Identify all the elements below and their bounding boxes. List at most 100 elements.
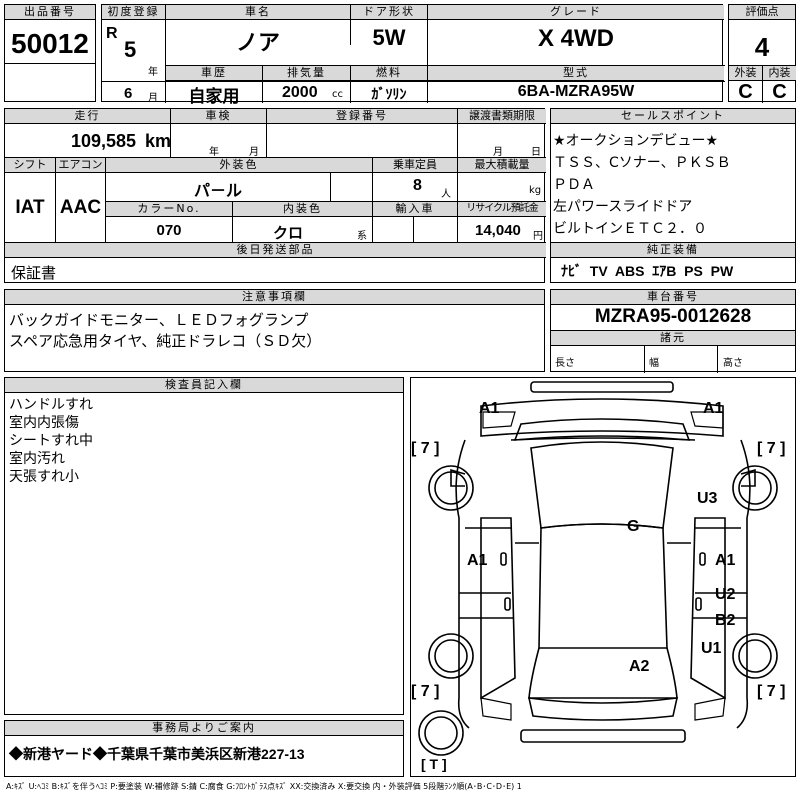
score-box: 評価点 4 外装 内装 C C [728,4,796,103]
door-type: 5W [372,25,406,50]
history-label: 車歴 [166,66,262,81]
sales-points-box: セールスポイント ★オークションデビュー★ ＴＳＳ、Cソナー、ＰＫＳＢ ＰＤＡ … [550,108,796,283]
inspector-box: 検査員記入欄 ハンドルすれ 室内内張傷 シートすれ中 室内汚れ 天張すれ小 [4,377,404,715]
tire-rear-right: [ 7 ] [757,683,786,700]
door-label: ドア形状 [351,5,427,20]
tire-front-left: [ 7 ] [411,440,440,457]
reg-no-label: 登録番号 [267,109,457,124]
notes-line-2: スペア応急用タイヤ、純正ドラレコ（ＳＤ欠） [9,332,322,350]
mark-right-front-door: A1 [715,552,736,569]
color-no-label: カラーNo. [106,202,232,217]
specs-label: 諸元 [551,331,795,346]
int-color-unit: 系 [357,231,367,242]
grade: X 4WD [537,25,614,52]
sales-line-5: ビルトインＥＴＣ２．０ [553,221,707,237]
mark-right-rear-quarter: U1 [701,640,722,657]
recycle-fee: 14,040 [475,222,521,239]
displacement-unit: cc [332,89,343,100]
transfer-day-unit: 日 [531,147,541,158]
notes-label: 注意事項欄 [5,290,544,305]
color-label: 外装色 [106,158,372,173]
first-reg-year: 5 [124,37,137,62]
insp-month-unit: 月 [249,147,259,158]
import-label: 輸入車 [373,202,457,217]
later-parts: 保証書 [11,264,57,282]
damage-diagram: A1 A1 U3 G A1 A1 U2 B2 U1 A2 [ 7 ] [ 7 ]… [410,377,796,777]
interior-label: 内装 [763,66,796,81]
transfer-label: 譲渡書類期限 [458,109,546,124]
mark-left-front-door: A1 [467,552,488,569]
shift: IAT [15,197,45,218]
inspector-line-5: 天張すれ小 [9,469,79,485]
mileage-label: 走行 [5,109,170,124]
office-notice: ◆新港ヤード◆千葉県千葉市美浜区新港227-13 [9,746,305,762]
office-label: 事務局よりご案内 [5,721,403,736]
car-outline [418,381,778,756]
notes-box: 注意事項欄 バックガイドモニター、ＬＥＤフォグランプ スペア応急用タイヤ、純正ド… [4,289,545,372]
width-label: 幅 [649,358,659,369]
lot-box: 出品番号 50012 [4,4,96,102]
shift-label: シフト [5,158,55,173]
notes-line-1: バックガイドモニター、ＬＥＤフォグランプ [9,311,309,329]
chassis-label: 車台番号 [551,290,795,305]
ac-label: エアコン [56,158,105,173]
detail-table: 走行 車検 登録番号 譲渡書類期限 109,585 km 年 月 月 日 シフト… [4,108,546,283]
int-color-label: 内装色 [233,202,372,217]
inspector-line-3: シートすれ中 [9,433,93,449]
model-label: 型式 [428,66,724,81]
equip-value: ﾅﾋﾞ TV ABS ｴｱB PS PW [561,263,734,279]
insp-year-unit: 年 [209,147,219,158]
fuel: ｶﾞｿﾘﾝ [371,86,407,102]
car-name: ノア [235,30,280,55]
grade-label: グレード [428,5,724,20]
transfer-month-unit: 月 [493,147,503,158]
recycle-label: リサイクル預託金 [458,202,546,217]
recycle-unit: 円 [533,231,543,242]
first-reg-label: 初度登録 [102,5,165,20]
ac: AAC [59,197,102,218]
capacity-unit: 人 [441,189,451,200]
mark-front-right-corner: A1 [703,400,724,417]
score-label: 評価点 [729,5,795,20]
sales-line-1: ★オークションデビュー★ [553,133,719,149]
lot-number: 50012 [11,28,89,59]
mark-windshield: G [627,518,640,535]
mark-rear-roof: A2 [629,658,650,675]
interior-color: クロ [272,225,303,242]
inspector-label: 検査員記入欄 [5,378,403,393]
inspection-label: 車検 [171,109,266,124]
length-label: 長さ [555,358,575,369]
mileage: 109,585 [71,131,137,151]
chassis-box: 車台番号 MZRA95-0012628 諸元 長さ 幅 高さ [550,289,796,373]
exterior-color: パ－ル [193,183,242,200]
car-name-label: 車名 [166,5,350,20]
tire-spare: [ T ] [421,756,447,772]
era: R [106,25,118,42]
interior-grade: C [772,81,787,103]
height-label: 高さ [723,358,743,369]
history: 自家用 [188,87,240,106]
inspector-line-2: 室内内張傷 [9,415,79,431]
sales-line-2: ＴＳＳ、Cソナー、ＰＫＳＢ [553,155,731,171]
capacity-label: 乗車定員 [373,158,457,173]
sales-line-4: 左パワースライドドア [553,199,693,215]
inspector-line-1: ハンドルすれ [9,397,93,413]
mark-right-rear-door-lower: B2 [715,612,736,629]
mileage-unit: km [145,131,172,151]
exterior-grade: C [738,81,753,103]
displacement-label: 排気量 [263,66,350,81]
sales-label: セールスポイント [551,109,795,124]
office-box: 事務局よりご案内 ◆新港ヤード◆千葉県千葉市美浜区新港227-13 [4,720,404,777]
vehicle-info-box: 初度登録 R 5 年 6 月 車名 ノア ドア形状 5W グレード X 4WD … [101,4,725,106]
chassis-number: MZRA95-0012628 [594,306,752,327]
load-unit: kg [529,185,542,196]
mark-front-left-corner: A1 [479,400,500,417]
first-reg-month: 6 [124,85,133,102]
model-code: 6BA-MZRA95W [517,83,635,100]
later-label: 後日発送部品 [5,243,546,258]
mark-right-front-fender: U3 [697,490,718,507]
inspector-line-4: 室内汚れ [9,451,65,467]
month-unit: 月 [148,93,158,104]
year-unit: 年 [148,67,158,78]
exterior-label: 外装 [729,66,762,81]
